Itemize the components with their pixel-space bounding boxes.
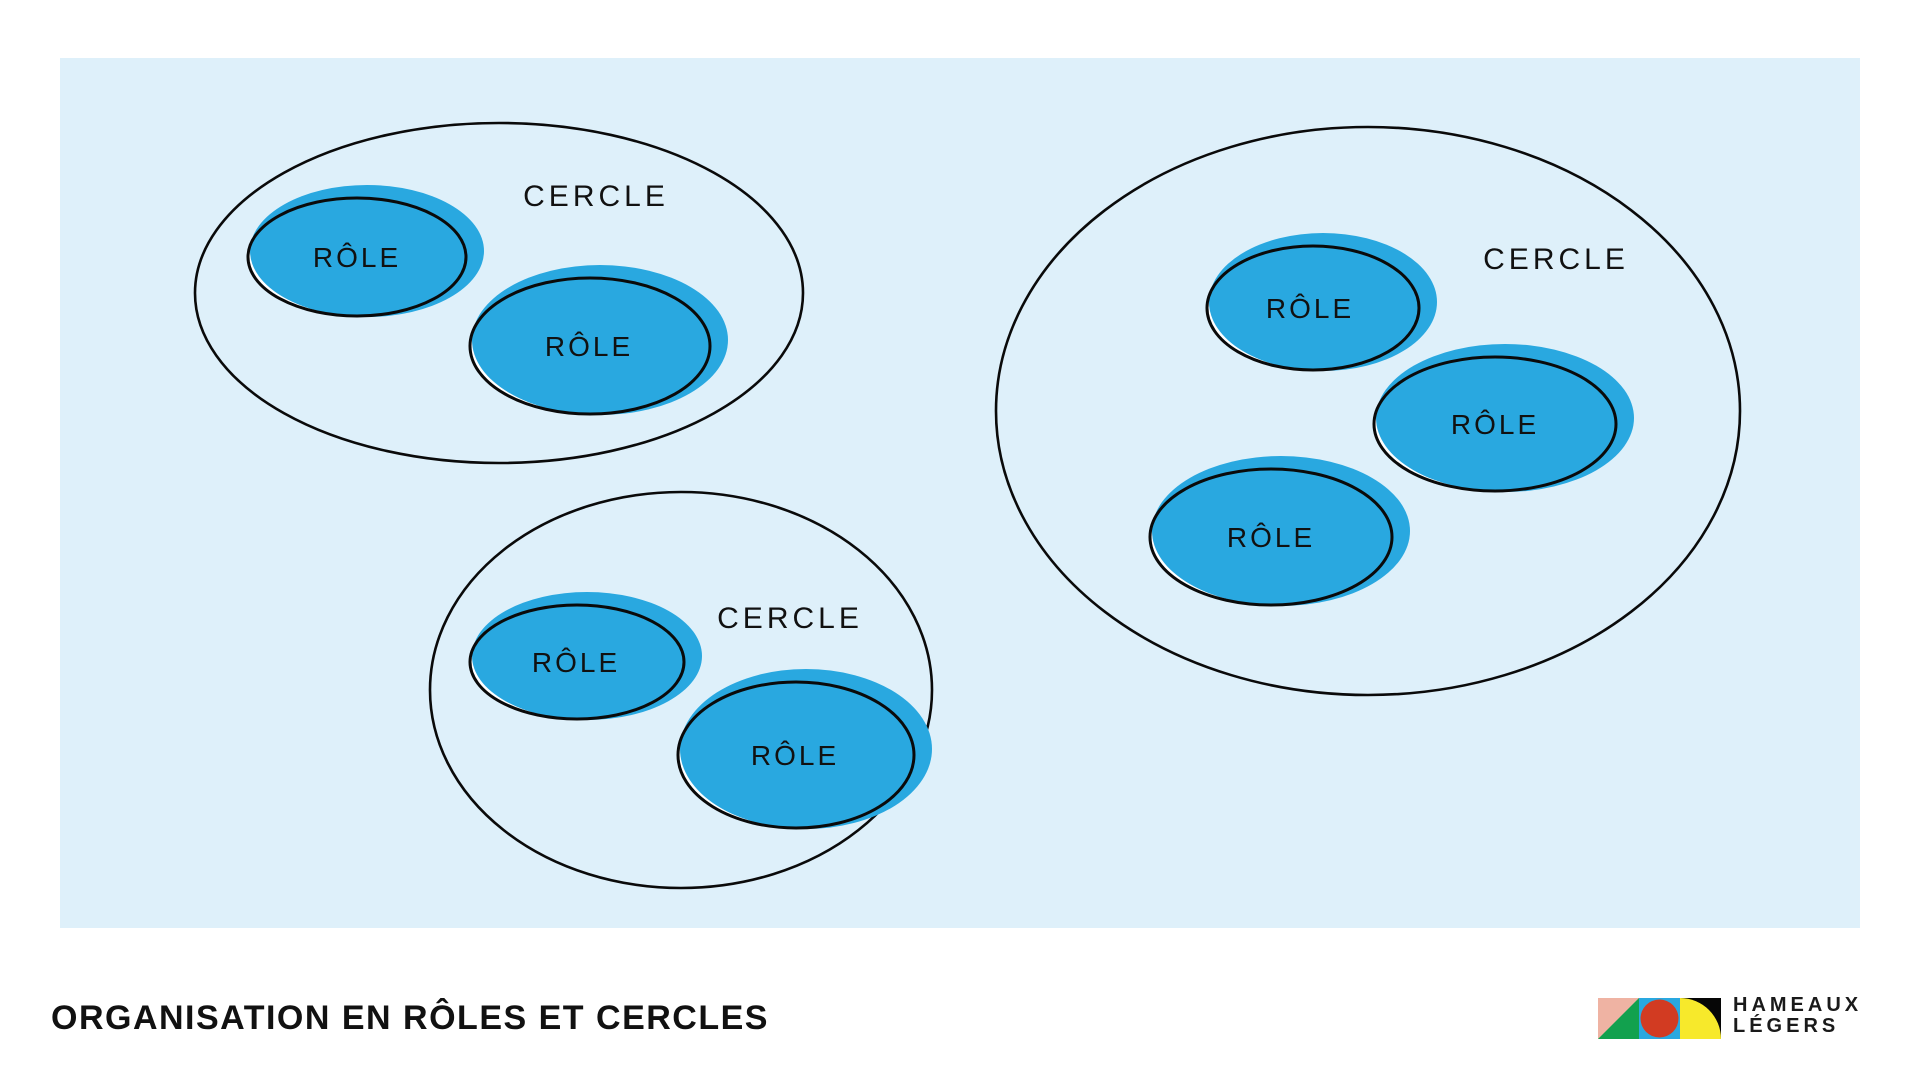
logo-red-circle-icon xyxy=(1640,999,1679,1038)
role-fill-shape xyxy=(680,669,932,829)
cercle-3-label: CERCLE xyxy=(1483,243,1629,276)
role-label: RÔLE xyxy=(751,740,839,771)
role-outline-shape xyxy=(1205,244,1421,372)
cercle-1-label: CERCLE xyxy=(523,180,669,213)
logo-yellow-quarter-icon xyxy=(1680,998,1721,1039)
cercle-3-role-2: RÔLE xyxy=(1372,344,1634,493)
cercle-2: CERCLE RÔLE RÔLE xyxy=(428,490,934,890)
role-label: RÔLE xyxy=(1266,293,1354,324)
role-fill-shape xyxy=(1152,456,1410,606)
role-outline-shape xyxy=(468,603,686,721)
role-fill-shape xyxy=(250,185,484,317)
logo-line1: HAMEAUX xyxy=(1733,994,1863,1016)
cercle-1-role-2: RÔLE xyxy=(468,265,728,416)
cercle-3-role-3: RÔLE xyxy=(1148,456,1410,607)
role-label: RÔLE xyxy=(545,331,633,362)
role-fill-shape xyxy=(472,265,728,415)
logo-green-triangle-icon xyxy=(1598,998,1639,1039)
role-label: RÔLE xyxy=(1451,409,1539,440)
logo-mark-icon xyxy=(1598,998,1721,1039)
cercle-2-role-2: RÔLE xyxy=(676,669,932,830)
role-fill-shape xyxy=(1376,344,1634,492)
cercle-1-role-1: RÔLE xyxy=(246,185,484,318)
cercle-2-outline xyxy=(428,490,934,890)
role-outline-shape xyxy=(1372,355,1618,493)
role-label: RÔLE xyxy=(1227,522,1315,553)
role-label: RÔLE xyxy=(532,647,620,678)
role-fill-shape xyxy=(472,592,702,720)
logo-wordmark: HAMEAUX LÉGERS xyxy=(1733,995,1862,1037)
role-outline-shape xyxy=(246,196,468,318)
cercle-2-label: CERCLE xyxy=(717,602,863,635)
role-outline-shape xyxy=(1148,467,1394,607)
cercle-2-role-1: RÔLE xyxy=(468,592,702,721)
cercle-3-outline xyxy=(994,125,1742,697)
cercle-3: CERCLE RÔLE RÔLE RÔLE xyxy=(994,125,1742,697)
logo: HAMEAUX LÉGERS xyxy=(1598,995,1862,1039)
role-outline-shape xyxy=(468,276,712,416)
role-fill-shape xyxy=(1209,233,1437,371)
role-label: RÔLE xyxy=(313,242,401,273)
page-title: ORGANISATION EN RÔLES ET CERCLES xyxy=(51,999,769,1037)
cercle-1: CERCLE RÔLE RÔLE xyxy=(193,121,805,465)
role-outline-shape xyxy=(676,680,916,830)
logo-line2: LÉGERS xyxy=(1733,1015,1840,1037)
cercle-3-role-1: RÔLE xyxy=(1205,233,1437,372)
cercle-1-outline xyxy=(193,121,805,465)
